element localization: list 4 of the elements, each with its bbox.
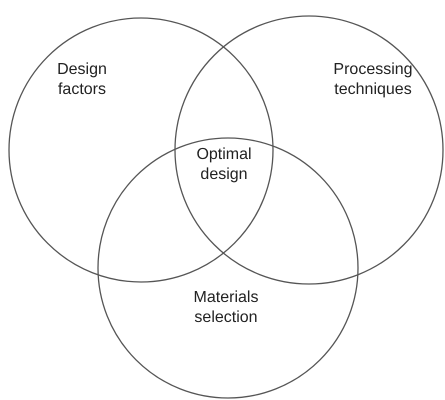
circle-label: Processing techniques — [332, 60, 414, 100]
circle-label: Design factors — [56, 60, 108, 100]
circle-label: Materials selection — [192, 288, 260, 328]
overlap-label: Optimal design — [195, 145, 253, 185]
